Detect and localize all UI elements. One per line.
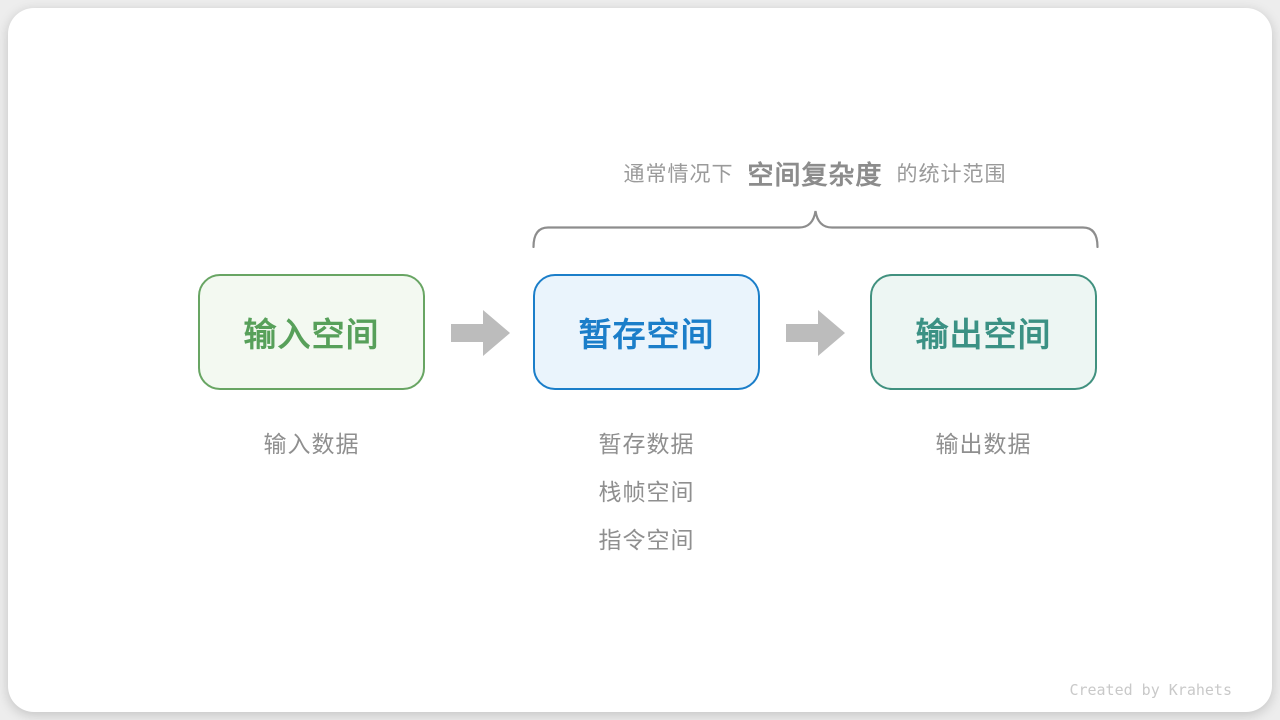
note-line: 暂存数据 xyxy=(598,431,695,457)
arrow-right-icon xyxy=(786,310,845,356)
note-line: 输出数据 xyxy=(935,431,1032,457)
note-line: 输入数据 xyxy=(263,431,360,457)
input-space-box: 输入空间 xyxy=(198,274,425,390)
temp-space-box: 暂存空间 xyxy=(533,274,760,390)
annotation-suffix: 的统计范围 xyxy=(896,163,1007,186)
arrow-right-icon xyxy=(451,310,510,356)
note-line: 指令空间 xyxy=(598,527,695,553)
input-space-notes: 输入数据 xyxy=(198,420,425,468)
input-space-label: 输入空间 xyxy=(243,316,380,353)
output-space-box: 输出空间 xyxy=(870,274,1097,390)
annotation-emphasis: 空间复杂度 xyxy=(747,160,883,190)
temp-space-label: 暂存空间 xyxy=(578,316,715,353)
output-space-label: 输出空间 xyxy=(915,316,1052,353)
watermark-credit: Created by Krahets xyxy=(1069,681,1232,699)
note-line: 栈帧空间 xyxy=(598,479,695,505)
annotation-prefix: 通常情况下 xyxy=(623,163,734,186)
output-space-notes: 输出数据 xyxy=(870,420,1097,468)
temp-space-notes: 暂存数据 栈帧空间 指令空间 xyxy=(533,420,760,564)
brace-icon xyxy=(532,210,1099,248)
diagram-card: 通常情况下空间复杂度的统计范围 输入空间 暂存空间 输出空间 输入数据 暂存数据… xyxy=(8,8,1272,712)
annotation-title: 通常情况下空间复杂度的统计范围 xyxy=(465,156,1165,194)
